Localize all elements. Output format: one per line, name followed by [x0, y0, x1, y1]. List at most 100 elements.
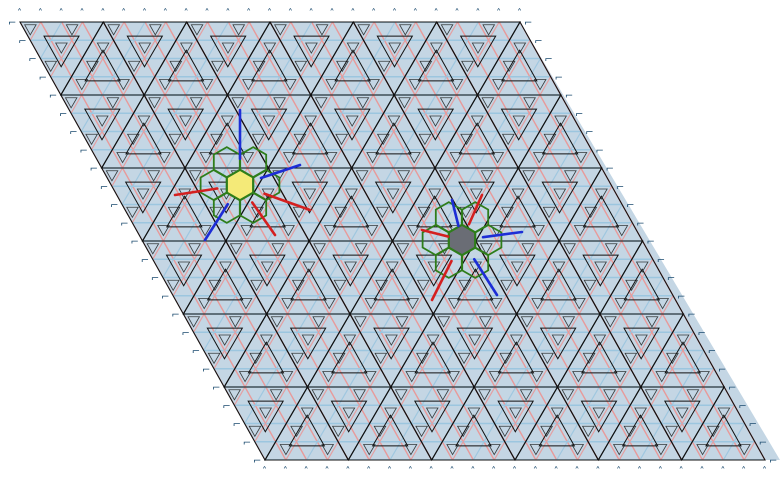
bottom-border-tick: ˄ — [429, 465, 434, 477]
right-border-tick: ⌐ — [544, 55, 552, 66]
left-border-tick: ⌐ — [59, 109, 67, 120]
top-border-tick: ˄ — [225, 7, 230, 19]
top-border-tick: ˄ — [163, 7, 168, 19]
top-border-tick: ˄ — [142, 7, 147, 19]
bottom-border-tick: ˄ — [304, 465, 309, 477]
top-border-tick: ˄ — [267, 7, 272, 19]
left-border-tick: ⌐ — [49, 91, 57, 102]
left-border-tick: ⌐ — [202, 365, 210, 376]
bottom-border-tick: ˄ — [679, 465, 684, 477]
bottom-border-tick: ˄ — [366, 465, 371, 477]
left-border-tick: ⌐ — [90, 164, 98, 175]
top-border-tick: ˄ — [455, 7, 460, 19]
top-border-tick: ˄ — [246, 7, 251, 19]
bottom-border-tick: ˄ — [533, 465, 538, 477]
right-border-tick: ⌐ — [606, 164, 614, 175]
bottom-border-tick: ˄ — [616, 465, 621, 477]
left-border-tick: ⌐ — [243, 438, 251, 449]
bottom-border-tick: ˄ — [325, 465, 330, 477]
left-border-tick: ⌐ — [151, 274, 159, 285]
bottom-border-tick: ˄ — [262, 465, 267, 477]
right-border-tick: ⌐ — [738, 401, 746, 412]
top-border-tick: ˄ — [80, 7, 85, 19]
left-border-tick: ⌐ — [222, 401, 230, 412]
bottom-border-tick: ˄ — [575, 465, 580, 477]
right-border-tick: ⌐ — [524, 18, 532, 29]
bottom-border-tick: ˄ — [450, 465, 455, 477]
top-border-tick: ˄ — [288, 7, 293, 19]
bottom-border-tick: ˄ — [637, 465, 642, 477]
right-border-tick: ⌐ — [636, 219, 644, 230]
left-border-tick: ⌐ — [141, 255, 149, 266]
bottom-border-tick: ˄ — [408, 465, 413, 477]
left-border-tick: ⌐ — [192, 347, 200, 358]
left-border-tick: ⌐ — [18, 36, 26, 47]
right-border-tick: ⌐ — [677, 292, 685, 303]
left-border-tick: ⌐ — [171, 310, 179, 321]
top-border-tick: ˄ — [496, 7, 501, 19]
right-border-tick: ⌐ — [616, 182, 624, 193]
top-border-tick: ˄ — [309, 7, 314, 19]
right-border-tick: ⌐ — [585, 128, 593, 139]
bottom-border-tick: ˄ — [345, 465, 350, 477]
top-border-tick: ˄ — [100, 7, 105, 19]
bottom-border-tick: ˄ — [491, 465, 496, 477]
top-border-tick: ˄ — [205, 7, 210, 19]
right-border-tick: ⌐ — [687, 310, 695, 321]
right-border-tick: ⌐ — [534, 36, 542, 47]
left-border-tick: ⌐ — [8, 18, 16, 29]
top-border-tick: ˄ — [413, 7, 418, 19]
top-border-tick: ˄ — [184, 7, 189, 19]
left-border-tick: ⌐ — [110, 201, 118, 212]
right-border-tick: ⌐ — [565, 91, 573, 102]
right-border-tick: ⌐ — [759, 438, 767, 449]
top-border-tick: ˄ — [121, 7, 126, 19]
bottom-border-tick: ˄ — [595, 465, 600, 477]
top-border-tick: ˄ — [517, 7, 522, 19]
left-border-tick: ⌐ — [39, 73, 47, 84]
top-border-tick: ˄ — [59, 7, 64, 19]
top-border-tick: ˄ — [17, 7, 22, 19]
top-border-tick: ˄ — [371, 7, 376, 19]
top-border-tick: ˄ — [392, 7, 397, 19]
bottom-border-tick: ˄ — [741, 465, 746, 477]
bottom-border-tick: ˄ — [387, 465, 392, 477]
top-border-tick: ˄ — [330, 7, 335, 19]
right-border-tick: ⌐ — [769, 456, 777, 467]
left-border-tick: ⌐ — [69, 128, 77, 139]
top-border-tick: ˄ — [434, 7, 439, 19]
bottom-border-tick: ˄ — [512, 465, 517, 477]
bottom-border-tick: ˄ — [283, 465, 288, 477]
right-border-tick: ⌐ — [708, 347, 716, 358]
left-border-tick: ⌐ — [182, 328, 190, 339]
right-border-tick: ⌐ — [647, 237, 655, 248]
top-border-tick: ˄ — [350, 7, 355, 19]
bottom-border-tick: ˄ — [470, 465, 475, 477]
bottom-border-tick: ˄ — [762, 465, 767, 477]
left-border-tick: ⌐ — [131, 237, 139, 248]
left-border-tick: ⌐ — [120, 219, 128, 230]
bottom-border-tick: ˄ — [658, 465, 663, 477]
left-border-tick: ⌐ — [161, 292, 169, 303]
right-border-tick: ⌐ — [626, 201, 634, 212]
left-border-tick: ⌐ — [79, 146, 87, 157]
left-border-tick: ⌐ — [28, 55, 36, 66]
right-border-tick: ⌐ — [595, 146, 603, 157]
bottom-border-tick: ˄ — [700, 465, 705, 477]
right-border-tick: ⌐ — [667, 274, 675, 285]
right-border-tick: ⌐ — [575, 109, 583, 120]
right-border-tick: ⌐ — [657, 255, 665, 266]
right-border-tick: ⌐ — [555, 73, 563, 84]
left-border-tick: ⌐ — [100, 182, 108, 193]
top-border-tick: ˄ — [38, 7, 43, 19]
right-border-tick: ⌐ — [749, 420, 757, 431]
right-border-tick: ⌐ — [728, 383, 736, 394]
top-border-tick: ˄ — [475, 7, 480, 19]
left-border-tick: ⌐ — [253, 456, 261, 467]
left-border-tick: ⌐ — [233, 420, 241, 431]
bottom-border-tick: ˄ — [720, 465, 725, 477]
bottom-border-tick: ˄ — [554, 465, 559, 477]
right-border-tick: ⌐ — [698, 328, 706, 339]
